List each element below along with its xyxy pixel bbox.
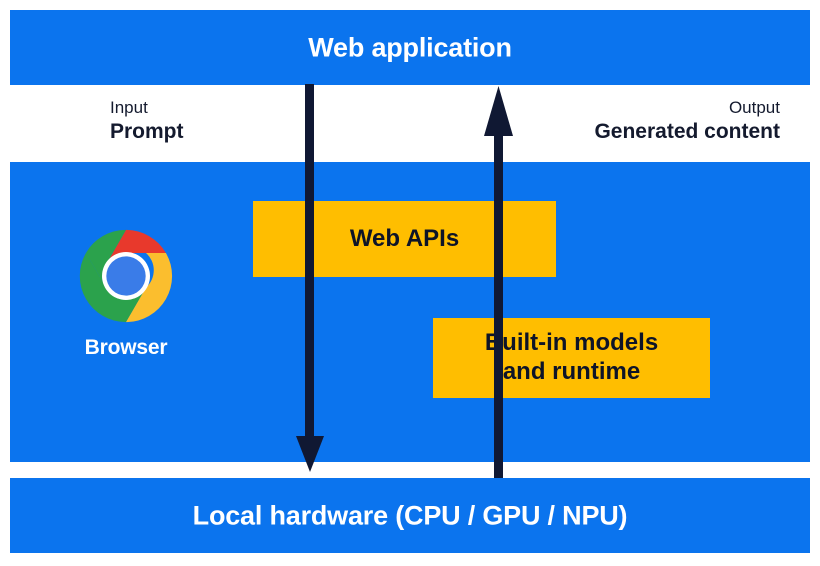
box-web-apis[interactable]: Web APIs	[253, 201, 556, 277]
chrome-green-wedge	[79, 252, 146, 323]
chrome-logo-icon	[79, 229, 173, 323]
input-value: Prompt	[110, 120, 184, 144]
input-label-group: Input Prompt	[110, 98, 184, 145]
band-web-application: Web application	[10, 10, 810, 85]
arrow-down-icon	[296, 84, 324, 472]
band-browser-label: Browser	[84, 336, 168, 359]
arrow-down-head	[296, 436, 324, 472]
band-local-hardware-label: Local hardware (CPU / GPU / NPU)	[192, 500, 628, 530]
browser-identity-block: Browser	[52, 228, 200, 360]
arrow-up-shaft	[494, 122, 503, 482]
arrow-down-shaft	[305, 84, 314, 444]
arrow-up-head	[484, 86, 513, 136]
chrome-red-wedge	[106, 229, 166, 265]
output-label-group: Output Generated content	[594, 98, 780, 145]
output-value: Generated content	[594, 120, 780, 144]
arrow-up-icon	[484, 86, 513, 482]
chrome-blue-center	[106, 256, 146, 296]
chrome-green-wedge-upper	[85, 229, 126, 288]
band-local-hardware: Local hardware (CPU / GPU / NPU)	[10, 478, 810, 553]
chrome-yellow-wedge	[125, 252, 173, 323]
band-web-application-label: Web application	[308, 32, 512, 62]
box-built-in-models[interactable]: Built-in models and runtime	[433, 318, 710, 398]
box-web-apis-label: Web APIs	[349, 224, 460, 252]
input-kicker: Input	[110, 98, 148, 117]
output-kicker: Output	[728, 98, 780, 117]
